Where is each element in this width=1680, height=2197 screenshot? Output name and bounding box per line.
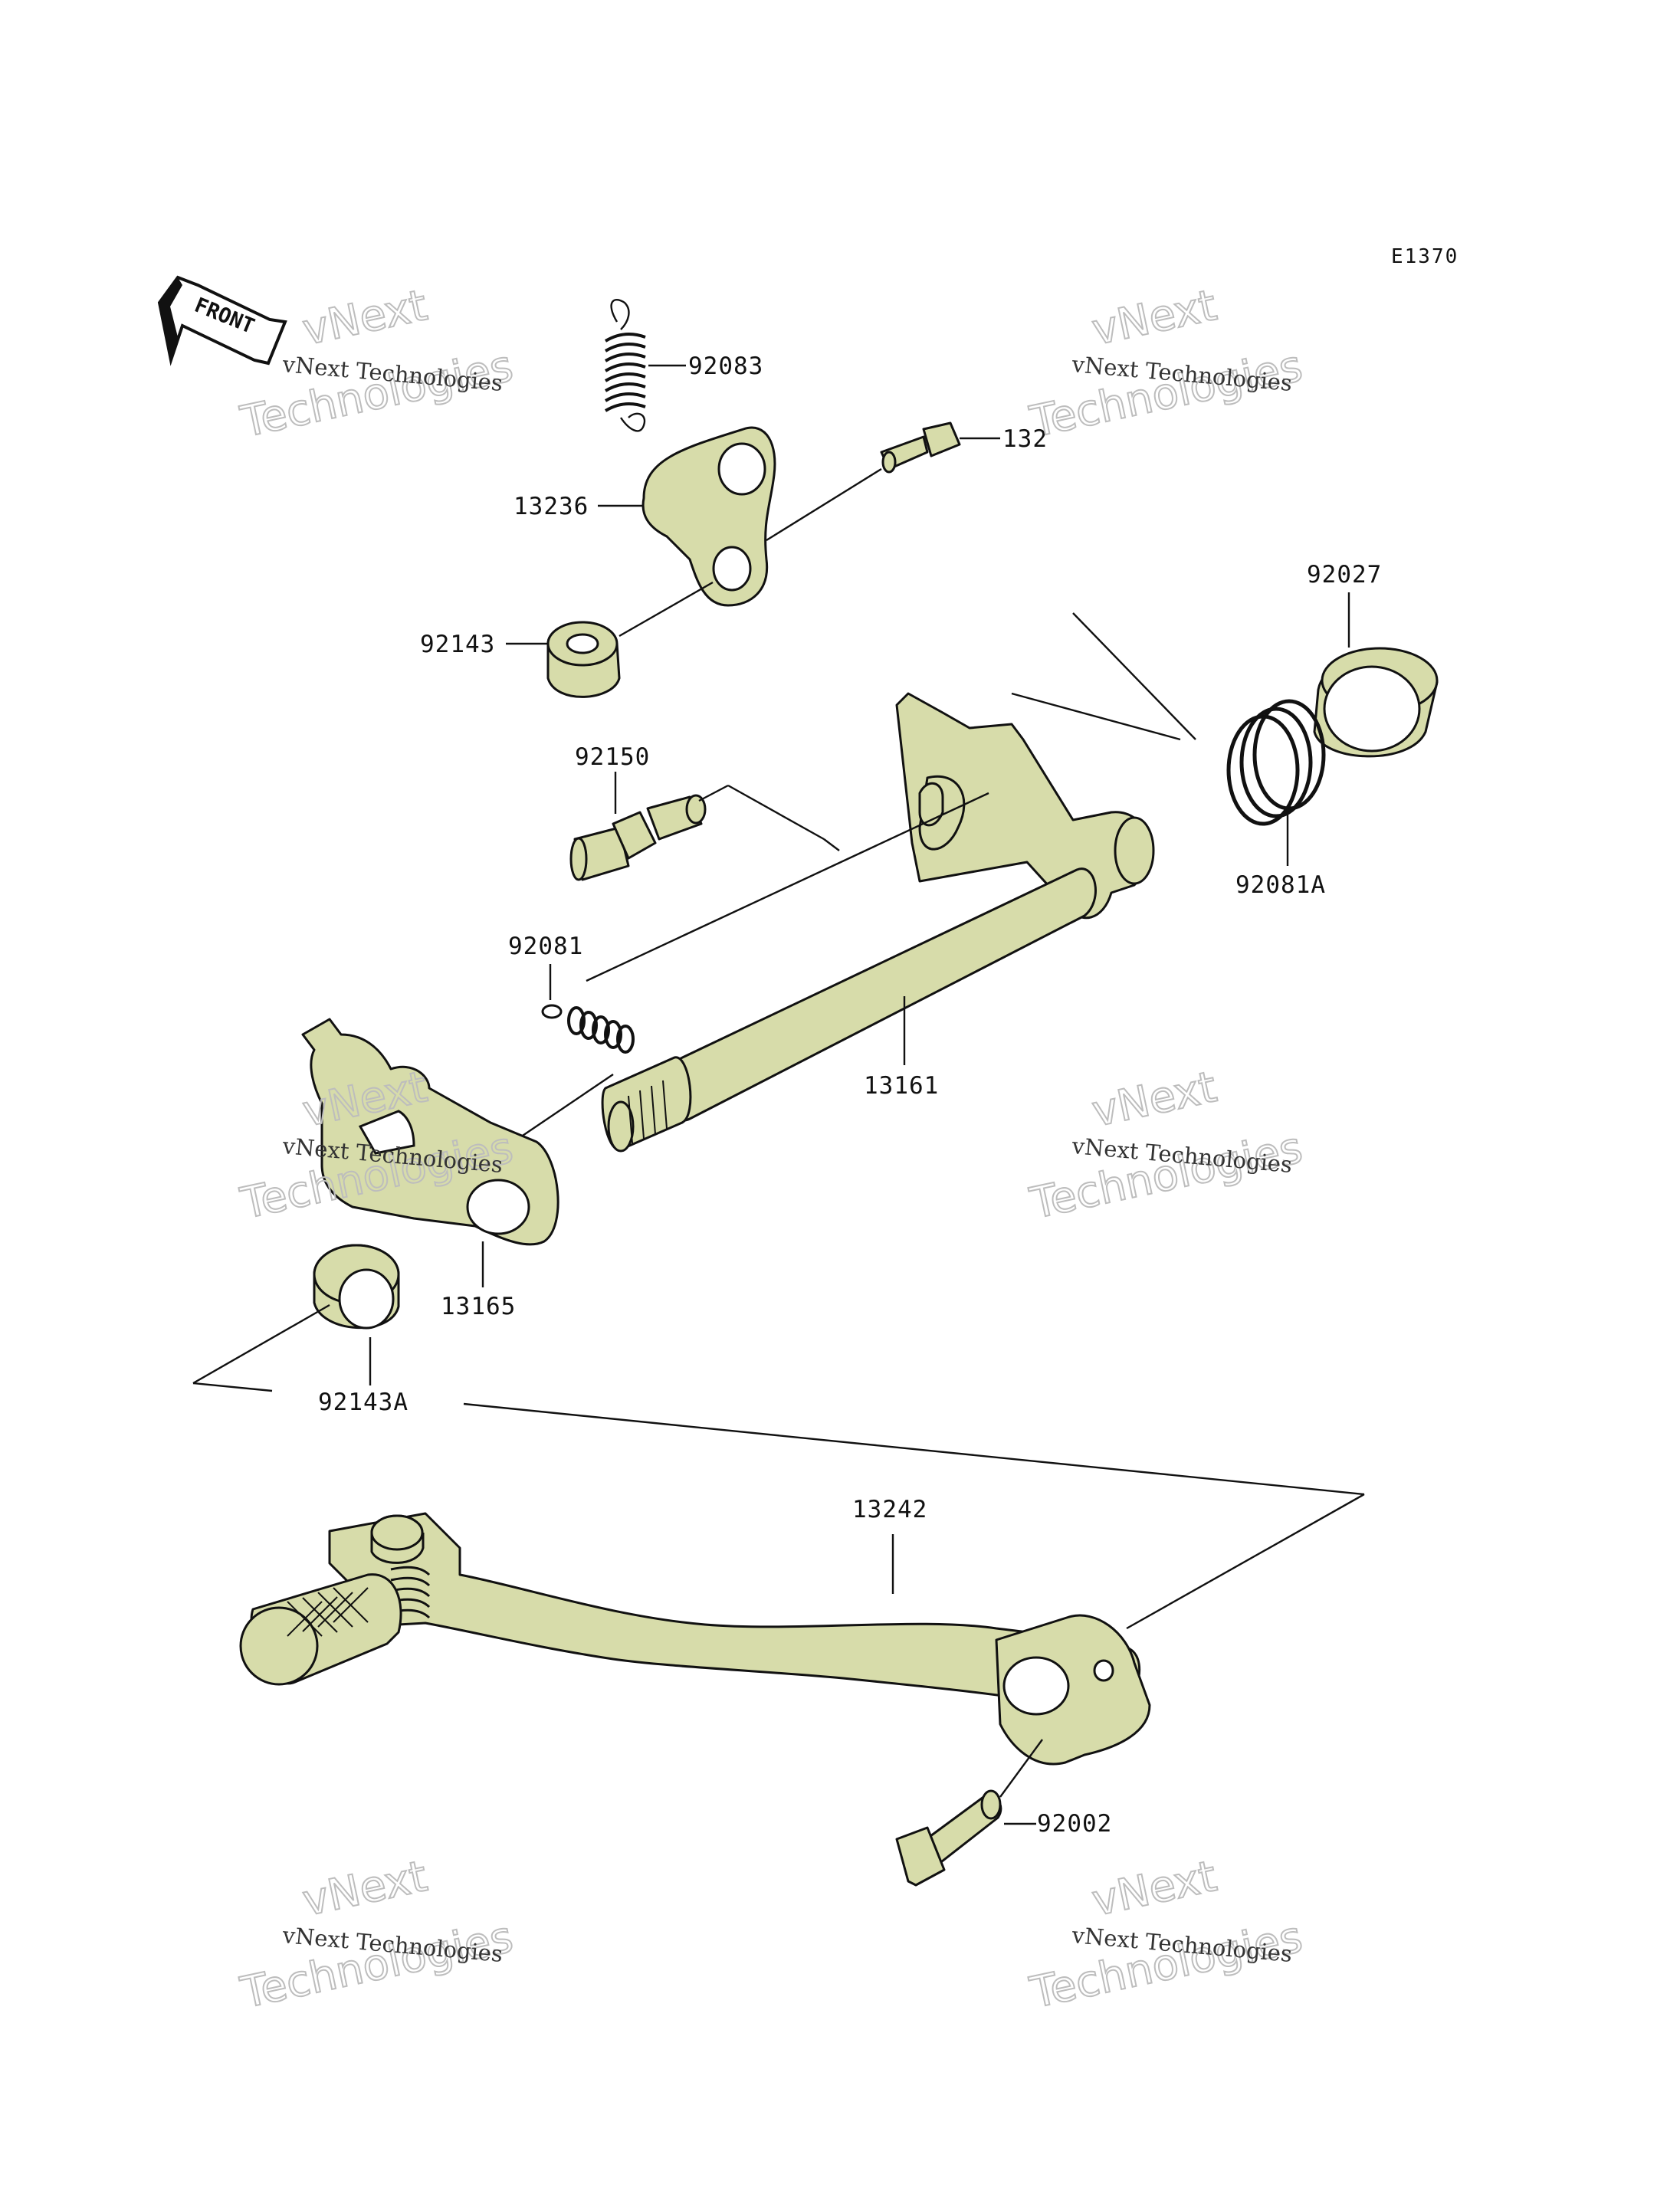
watermark-bottom-right: vNext Technologies vNext Technologies xyxy=(1025,1851,1307,2019)
shaft-13161 xyxy=(601,692,1155,1153)
svg-text:Technologies: Technologies xyxy=(1025,1123,1306,1229)
svg-text:vNext: vNext xyxy=(1088,1062,1221,1137)
label-132: 132 xyxy=(1002,425,1048,453)
bolt-92002 xyxy=(895,1789,1002,1887)
svg-text:vNext: vNext xyxy=(298,1851,431,1926)
label-92150: 92150 xyxy=(575,743,650,771)
svg-text:vNext: vNext xyxy=(1088,1851,1221,1926)
svg-text:Technologies: Technologies xyxy=(236,1912,517,2018)
collar-92143 xyxy=(546,621,621,698)
watermark-top-right: vNext Technologies vNext Technologies xyxy=(1025,280,1307,448)
svg-text:Technologies: Technologies xyxy=(1025,1912,1306,2018)
pin-92150 xyxy=(569,794,707,881)
bolt-132 xyxy=(880,421,961,474)
label-92083: 92083 xyxy=(688,353,763,380)
label-92081A: 92081A xyxy=(1235,871,1326,899)
svg-text:Technologies: Technologies xyxy=(236,341,517,448)
label-13242: 13242 xyxy=(852,1496,927,1523)
lever-13236 xyxy=(641,426,776,607)
label-92002: 92002 xyxy=(1037,1810,1112,1838)
label-92143: 92143 xyxy=(420,631,495,658)
watermark-bottom-left: vNext Technologies vNext Technologies xyxy=(235,1851,517,2019)
arm-13165 xyxy=(301,1018,559,1246)
watermark-top-left: vNext Technologies vNext Technologies xyxy=(235,280,517,448)
seal-92027 xyxy=(1313,647,1439,758)
label-92143A: 92143A xyxy=(318,1389,409,1416)
watermark-mid-right: vNext Technologies vNext Technologies xyxy=(1025,1061,1307,1230)
label-92081: 92081 xyxy=(508,933,583,960)
spring-92081 xyxy=(541,1004,635,1054)
svg-text:vNext: vNext xyxy=(298,280,431,356)
collar-92143A xyxy=(313,1244,400,1330)
label-13236: 13236 xyxy=(514,493,589,520)
svg-text:Technologies: Technologies xyxy=(1025,341,1306,448)
reference-code: E1370 xyxy=(1391,245,1459,268)
label-13165: 13165 xyxy=(441,1293,516,1320)
pedal-13242 xyxy=(239,1512,1151,1766)
front-arrow-icon: FRONT xyxy=(157,275,287,366)
svg-text:vNext: vNext xyxy=(1088,280,1221,356)
label-92027: 92027 xyxy=(1307,561,1382,589)
label-13161: 13161 xyxy=(864,1072,939,1100)
spring-92083 xyxy=(604,298,646,432)
spring-92081A xyxy=(1011,612,1326,826)
